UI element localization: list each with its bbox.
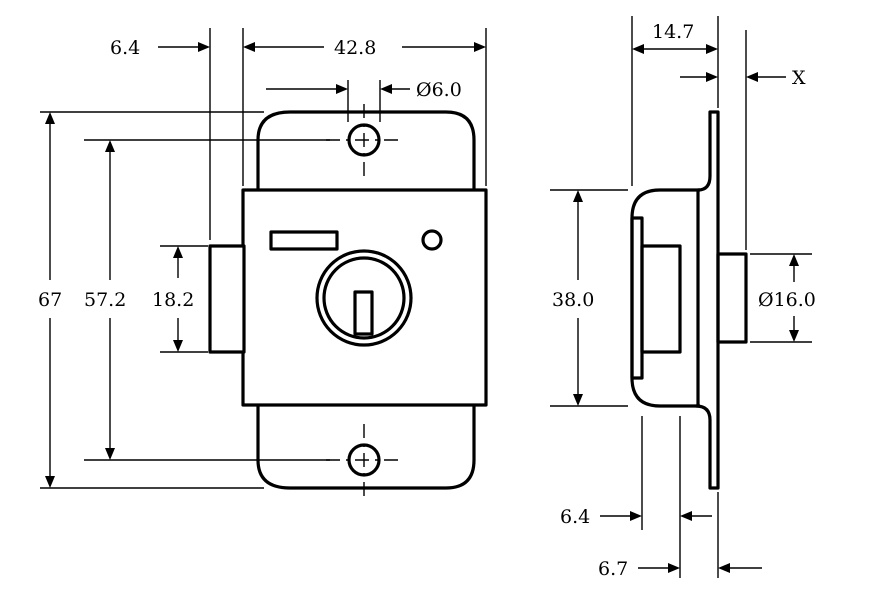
- side-bolt: [640, 244, 682, 354]
- label-height-overall: 67: [38, 289, 62, 311]
- label-width-left-offset: 6.4: [110, 37, 140, 59]
- small-hole: [421, 229, 443, 251]
- side-extension-lines: [550, 16, 812, 578]
- side-dimension-lines: [573, 44, 799, 573]
- indicator-slot: [269, 230, 339, 251]
- label-bolt-height: 18.2: [152, 289, 194, 311]
- label-bottom-offset-a: 6.4: [560, 506, 590, 528]
- front-dimension-lines: [45, 42, 486, 488]
- side-view: [630, 110, 748, 490]
- label-hole-diameter: Ø6.0: [416, 79, 462, 101]
- side-cylinder: [716, 252, 748, 344]
- label-side-x: X: [792, 67, 806, 89]
- bolt: [208, 244, 246, 354]
- front-extension-lines: [40, 28, 487, 489]
- cylinder-outer: [315, 249, 413, 347]
- front-view: [208, 104, 488, 496]
- label-side-height: 38.0: [552, 289, 594, 311]
- label-bottom-offset-b: 6.7: [598, 558, 628, 580]
- cylinder-inner: [322, 256, 406, 340]
- label-height-hole-centers: 57.2: [84, 289, 126, 311]
- label-side-depth: 14.7: [652, 21, 694, 43]
- label-width-overall: 42.8: [334, 37, 376, 59]
- side-plate: [694, 110, 720, 490]
- mounting-plate: [256, 110, 476, 490]
- label-cylinder-diameter: Ø16.0: [758, 289, 816, 311]
- key-slot: [353, 290, 374, 336]
